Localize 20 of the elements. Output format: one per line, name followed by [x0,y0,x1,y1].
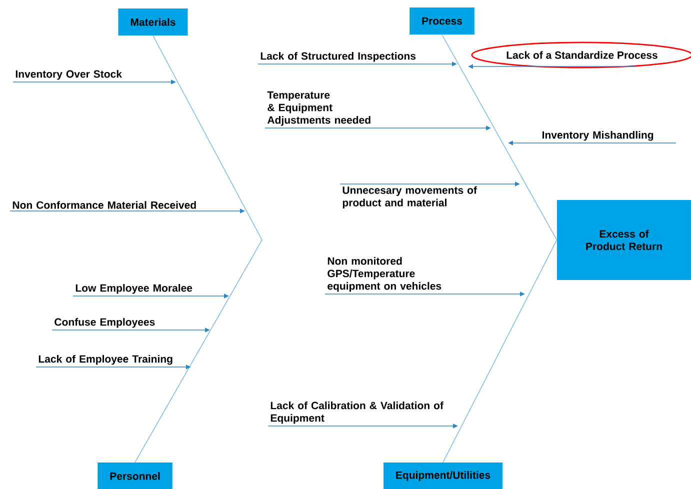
category-box: Equipment/Utilities [383,462,503,489]
cause-label: Temperature & Equipment Adjustments needed [267,91,370,126]
cause-label: Lack of Calibration & Validation of Equipment [270,402,444,424]
cause-label: Confuse Employees [54,318,155,328]
bone-line [134,35,262,463]
cause-label: Lack of Employee Training [38,354,172,365]
category-box: Personnel [98,462,172,489]
cause-label: Unnecesary movements of product and material [342,186,477,208]
bone-line [442,34,558,240]
cause-label: Inventory Over Stock [16,70,122,80]
cause-label: Low Employee Moralee [76,284,192,294]
bone-line [442,240,558,463]
cause-label: Non monitored GPS/Temperature equipment on vehicles [328,257,442,292]
circled-cause: Lack of a Standardize Process [471,42,691,68]
effect-box: Excess of Product Return [557,200,691,280]
category-box: Process [410,8,474,34]
category-box: Materials [118,8,188,36]
cause-label: Non Conformance Material Received [12,201,196,209]
cause-label: Lack of Structured Inspections [260,52,416,62]
cause-label: Inventory Mishandling [542,130,654,141]
